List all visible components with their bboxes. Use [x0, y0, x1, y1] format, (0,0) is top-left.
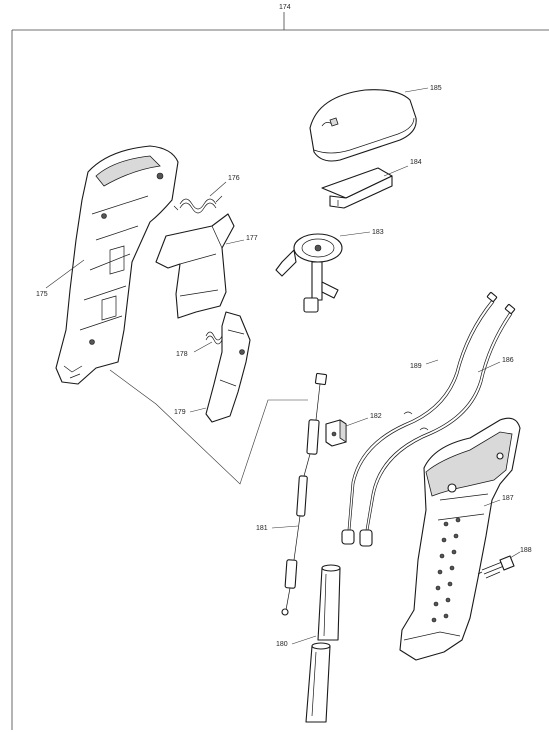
callout-184: 184 — [410, 159, 422, 166]
callout-178: 178 — [176, 351, 188, 358]
callout-185: 185 — [430, 85, 442, 92]
part-187-handle-right[interactable] — [399, 417, 521, 661]
callout-182: 182 — [370, 413, 382, 420]
part-185-cover[interactable] — [309, 89, 417, 162]
part-189-wire[interactable] — [341, 291, 498, 545]
part-182-cable-holder[interactable] — [325, 419, 347, 447]
assembly-frame — [11, 12, 549, 730]
part-186-wire[interactable] — [359, 303, 516, 547]
callout-187: 187 — [502, 495, 514, 502]
callout-189: 189 — [410, 363, 422, 370]
part-181-throttle-cable[interactable] — [281, 372, 328, 616]
callout-188: 188 — [520, 547, 532, 554]
callout-186: 186 — [502, 357, 514, 364]
callout-181: 181 — [256, 525, 268, 532]
part-177-lockout-lever[interactable] — [155, 213, 235, 319]
callout-175: 175 — [36, 291, 48, 298]
part-188-screw[interactable] — [477, 555, 515, 579]
part-183-throttle-drum[interactable] — [275, 233, 343, 313]
part-179-throttle-trigger[interactable] — [205, 311, 251, 423]
part-184-clip[interactable] — [321, 167, 393, 209]
callout-180: 180 — [276, 641, 288, 648]
callout-177: 177 — [246, 235, 258, 242]
callout-176: 176 — [228, 175, 240, 182]
callout-179: 179 — [174, 409, 186, 416]
assembly-label: 174 — [279, 4, 291, 11]
callout-183: 183 — [372, 229, 384, 236]
assembly-leader-lines — [109, 369, 308, 485]
part-180-tube[interactable] — [305, 564, 341, 723]
part-176-spring[interactable] — [173, 195, 223, 214]
part-175-handle-left[interactable] — [55, 145, 179, 385]
